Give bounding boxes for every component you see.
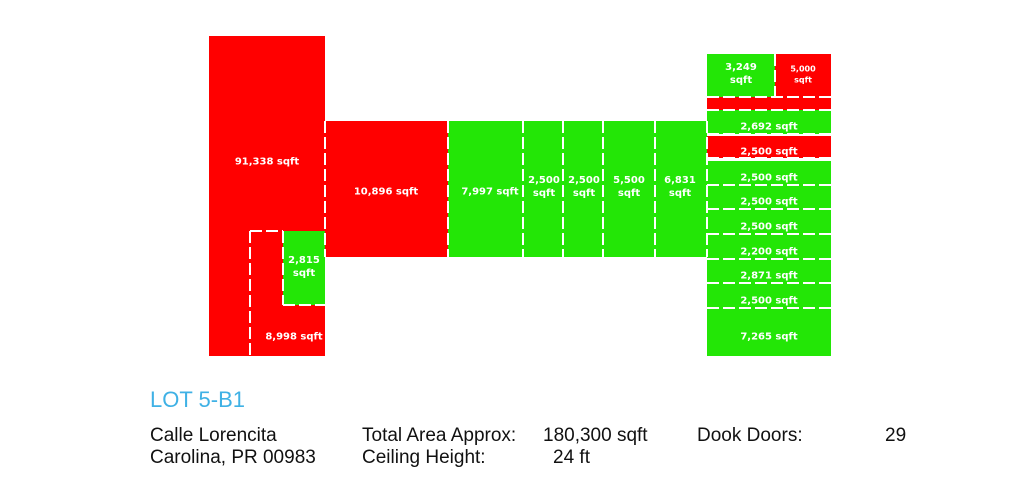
unit-u2500c[interactable]: 2,500 sqft bbox=[707, 136, 831, 158]
unit-label: sqft bbox=[794, 75, 812, 84]
unit-u2500d[interactable]: 2,500 sqft bbox=[707, 161, 831, 185]
unit-label: 91,338 sqft bbox=[235, 157, 300, 168]
unit-u2500f[interactable]: 2,500 sqft bbox=[707, 209, 831, 234]
unit-label: 2,200 sqft bbox=[740, 247, 798, 258]
unit-shape bbox=[707, 136, 831, 158]
unit-label: 2,500 sqft bbox=[740, 197, 798, 208]
floor-plan: 91,338 sqft 10,896 sqft 8,998 sqft 2,815 sqf… bbox=[209, 36, 831, 356]
unit-shape bbox=[707, 283, 831, 308]
unit-label: 8,998 sqft bbox=[265, 332, 323, 343]
unit-label: 2,815 bbox=[288, 255, 320, 266]
unit-u2871[interactable]: 2,871 sqft bbox=[707, 259, 831, 283]
unit-label: 2,500 sqft bbox=[740, 173, 798, 184]
unit-shape bbox=[523, 121, 563, 257]
unit-label: 2,692 sqft bbox=[740, 122, 798, 133]
unit-u6831[interactable]: 6,831 sqft bbox=[655, 121, 707, 257]
unit-label: 2,500 sqft bbox=[740, 147, 798, 158]
unit-shape bbox=[448, 121, 523, 257]
unit-label: sqft bbox=[293, 268, 315, 279]
unit-label: 2,500 sqft bbox=[740, 222, 798, 233]
address-line-1: Calle Lorencita bbox=[150, 425, 277, 446]
unit-shape bbox=[775, 54, 831, 97]
unit-u10896[interactable]: 10,896 sqft bbox=[325, 121, 448, 257]
unit-label: 7,265 sqft bbox=[740, 332, 798, 343]
unit-label: 2,500 bbox=[528, 175, 560, 186]
unit-shape bbox=[603, 121, 655, 257]
unit-label: 7,997 sqft bbox=[461, 187, 519, 198]
unit-shape bbox=[563, 121, 603, 257]
unit-shape bbox=[283, 231, 325, 305]
dock-doors-label: Dook Doors: bbox=[697, 425, 803, 446]
unit-shape bbox=[707, 54, 775, 97]
unit-label: 10,896 sqft bbox=[354, 187, 419, 198]
unit-label: 5,500 bbox=[613, 175, 645, 186]
dock-doors-value: 29 bbox=[885, 425, 907, 446]
total-area-label: Total Area Approx: bbox=[362, 425, 517, 446]
unit-u2500b[interactable]: 2,500 sqft bbox=[563, 121, 603, 257]
unit-u7997[interactable]: 7,997 sqft bbox=[448, 121, 523, 257]
unit-u7265[interactable]: 7,265 sqft bbox=[707, 308, 831, 356]
total-area-value: 180,300 sqft bbox=[543, 425, 648, 446]
unit-label: 3,249 bbox=[725, 62, 757, 73]
unit-shape bbox=[707, 110, 831, 134]
address-line-2: Carolina, PR 00983 bbox=[150, 447, 316, 468]
unit-u2200[interactable]: 2,200 sqft bbox=[707, 234, 831, 259]
unit-label: 2,871 sqft bbox=[740, 271, 798, 282]
unit-shape bbox=[707, 308, 831, 356]
unit-shape bbox=[707, 209, 831, 234]
unit-label: sqft bbox=[573, 188, 595, 199]
unit-u5000[interactable]: 5,000 sqft bbox=[775, 54, 831, 97]
unit-u3249[interactable]: 3,249 sqft bbox=[707, 54, 775, 97]
unit-u2692[interactable]: 2,692 sqft bbox=[707, 110, 831, 134]
unit-label: 6,831 bbox=[664, 175, 696, 186]
unit-label: sqft bbox=[618, 188, 640, 199]
ceiling-height-label: Ceiling Height: bbox=[362, 447, 486, 468]
unit-label: sqft bbox=[730, 75, 752, 86]
unit-shape bbox=[655, 121, 707, 257]
unit-shape bbox=[209, 231, 325, 356]
unit-shape bbox=[707, 259, 831, 283]
unit-shape bbox=[707, 185, 831, 209]
unit-shape bbox=[325, 121, 448, 257]
unit-label: sqft bbox=[533, 188, 555, 199]
unit-label: 2,500 bbox=[568, 175, 600, 186]
unit-shape bbox=[707, 234, 831, 259]
unit-u2500g[interactable]: 2,500 sqft bbox=[707, 283, 831, 308]
unit-shape bbox=[707, 161, 831, 185]
unit-u2815[interactable]: 2,815 sqft bbox=[283, 231, 325, 305]
unit-label: 2,500 sqft bbox=[740, 296, 798, 307]
unit-u5500[interactable]: 5,500 sqft bbox=[603, 121, 655, 257]
unit-label: 5,000 bbox=[790, 64, 816, 73]
unit-label: sqft bbox=[669, 188, 691, 199]
unit-u8998[interactable]: 8,998 sqft bbox=[209, 231, 325, 356]
ceiling-height-value: 24 ft bbox=[553, 447, 590, 468]
unit-u2500e[interactable]: 2,500 sqft bbox=[707, 185, 831, 209]
unit-divider-strip bbox=[707, 97, 831, 110]
lot-title: LOT 5-B1 bbox=[150, 387, 245, 412]
unit-u2500a[interactable]: 2,500 sqft bbox=[523, 121, 563, 257]
